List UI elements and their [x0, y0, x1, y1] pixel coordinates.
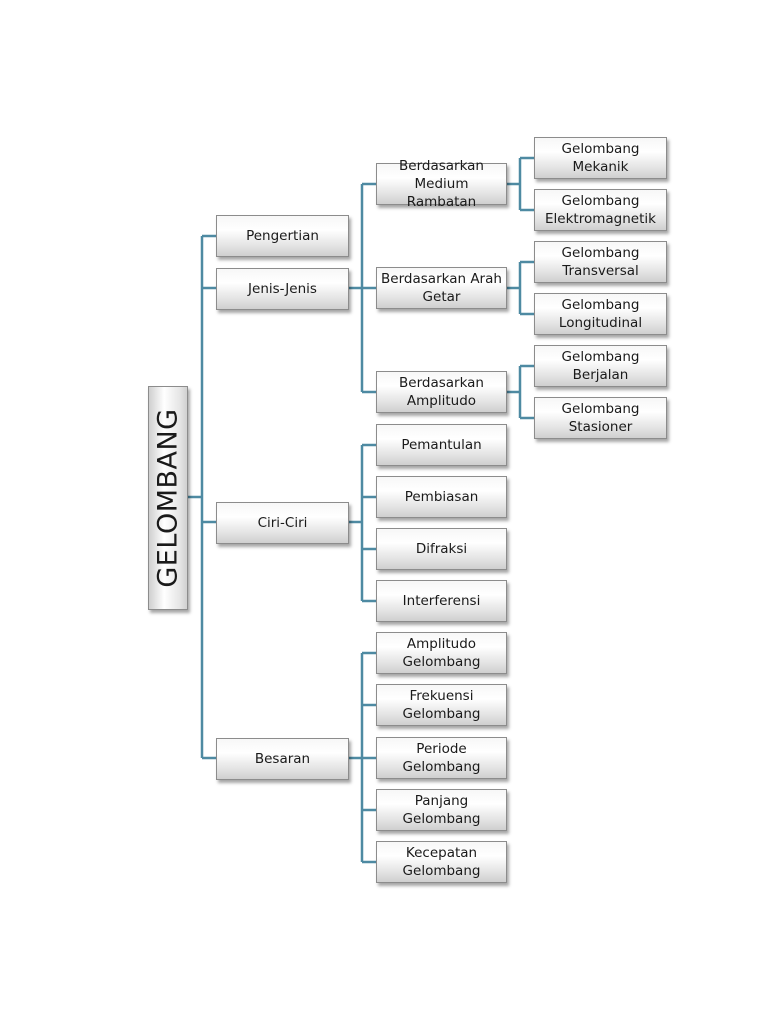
node-frekuensi-gelombang: Frekuensi Gelombang [376, 684, 507, 726]
node-gelombang-stasioner: Gelombang Stasioner [534, 397, 667, 439]
root-node: GELOMBANG [148, 386, 188, 610]
node-berdasarkan-arah: Berdasarkan Arah Getar [376, 267, 507, 309]
root-label: GELOMBANG [152, 408, 184, 588]
node-berdasarkan-amplitudo: Berdasarkan Amplitudo [376, 371, 507, 413]
node-jenis-jenis: Jenis-Jenis [216, 268, 349, 310]
node-kecepatan-gelombang: Kecepatan Gelombang [376, 841, 507, 883]
connector-jenis [349, 182, 376, 394]
connector-arah [507, 260, 534, 316]
node-gelombang-elektromagnetik: Gelombang Elektromagnetik [534, 189, 667, 231]
connector-medium [507, 156, 534, 212]
node-gelombang-transversal: Gelombang Transversal [534, 241, 667, 283]
connector-besaran [349, 651, 376, 864]
node-gelombang-mekanik: Gelombang Mekanik [534, 137, 667, 179]
node-besaran: Besaran [216, 738, 349, 780]
node-berdasarkan-medium: Berdasarkan Medium Rambatan [376, 158, 507, 210]
node-interferensi: Interferensi [376, 580, 507, 622]
node-periode-gelombang: Periode Gelombang [376, 737, 507, 779]
node-amplitudo-gelombang: Amplitudo Gelombang [376, 632, 507, 674]
node-pembiasan: Pembiasan [376, 476, 507, 518]
connector-amplitudo [507, 364, 534, 420]
node-pengertian: Pengertian [216, 215, 349, 257]
node-difraksi: Difraksi [376, 528, 507, 570]
node-gelombang-longitudinal: Gelombang Longitudinal [534, 293, 667, 335]
connector-root [188, 234, 216, 760]
node-gelombang-berjalan: Gelombang Berjalan [534, 345, 667, 387]
node-pemantulan: Pemantulan [376, 424, 507, 466]
connector-ciri [349, 443, 376, 603]
node-panjang-gelombang: Panjang Gelombang [376, 789, 507, 831]
node-ciri-ciri: Ciri-Ciri [216, 502, 349, 544]
